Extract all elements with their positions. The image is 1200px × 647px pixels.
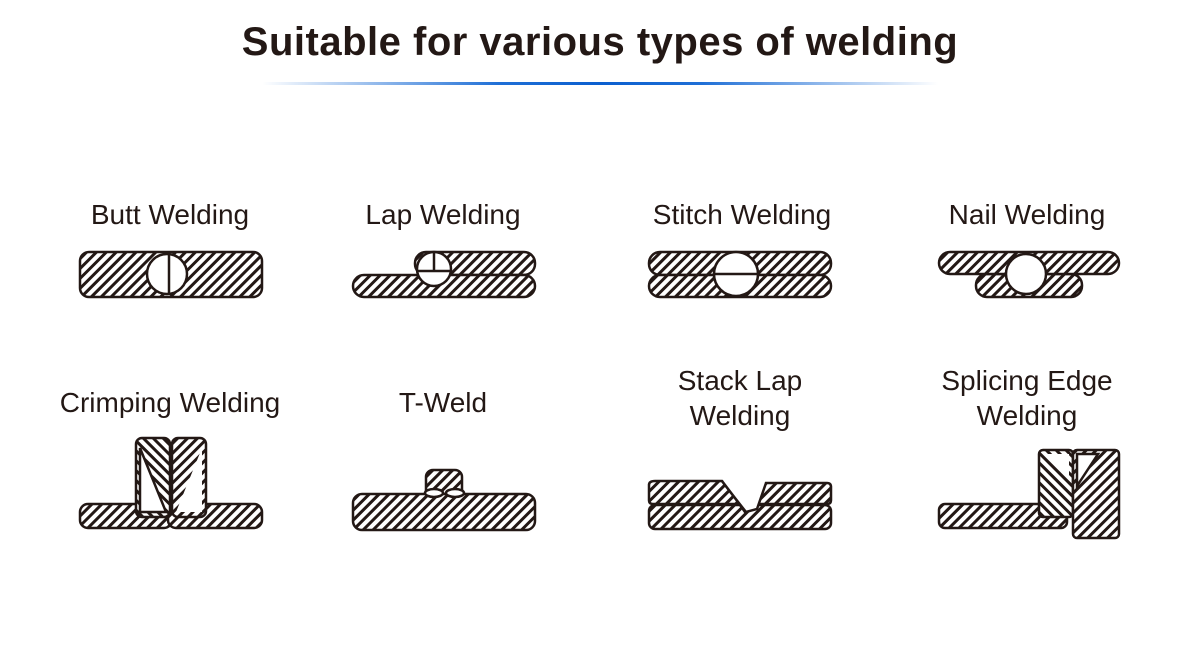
title-underline xyxy=(262,82,938,85)
label-stack-lap-welding: Stack Lap Welding xyxy=(590,363,890,433)
page-title: Suitable for various types of welding xyxy=(241,20,959,64)
label-nail-welding: Nail Welding xyxy=(948,199,1106,230)
label-stack-lap-welding-line2: Welding xyxy=(689,400,791,431)
diagram-splicing-edge-welding xyxy=(937,448,1121,540)
label-splicing-edge-welding: Splicing Edge Welding xyxy=(877,363,1177,433)
label-splicing-edge-welding-line1: Splicing Edge xyxy=(941,365,1113,396)
diagram-lap-welding xyxy=(351,250,537,299)
diagram-stitch-welding xyxy=(647,250,833,299)
diagram-nail-welding xyxy=(937,250,1121,299)
label-butt-welding: Butt Welding xyxy=(90,199,250,230)
diagram-stack-lap-welding xyxy=(647,479,833,531)
diagram-crimping-welding xyxy=(78,436,264,530)
diagram-t-weld xyxy=(351,468,537,532)
label-splicing-edge-welding-line2: Welding xyxy=(976,400,1078,431)
label-stitch-welding: Stitch Welding xyxy=(652,199,832,230)
label-lap-welding: Lap Welding xyxy=(365,199,521,230)
diagram-butt-welding xyxy=(78,250,264,299)
label-t-weld: T-Weld xyxy=(398,387,488,418)
label-stack-lap-welding-line1: Stack Lap xyxy=(677,365,803,396)
label-crimping-welding: Crimping Welding xyxy=(59,387,281,418)
